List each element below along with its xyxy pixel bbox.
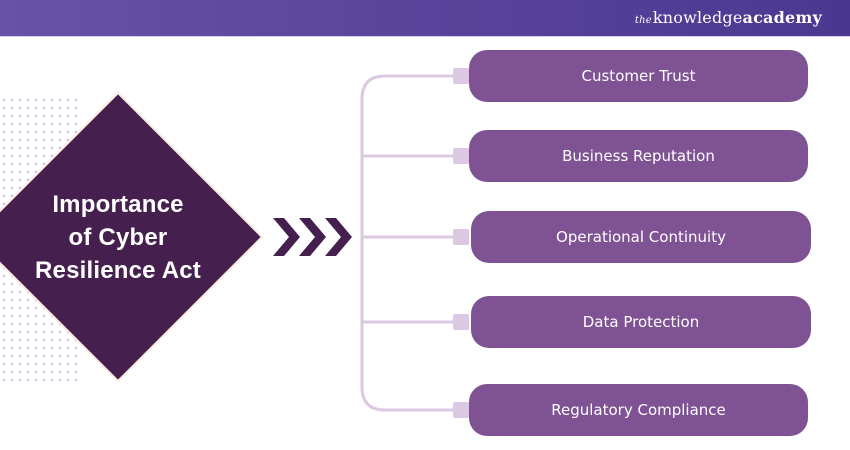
chevron-2 — [299, 218, 326, 256]
connector-node — [453, 402, 469, 418]
item-label: Operational Continuity — [556, 228, 726, 246]
connector-node — [453, 229, 469, 245]
bracket-spine — [360, 74, 455, 412]
central-title-line-1: Importance — [52, 191, 184, 218]
item-label: Customer Trust — [581, 67, 696, 85]
brand-name-part1: knowledge — [652, 8, 743, 27]
connector-node — [453, 148, 469, 164]
diamond-shape — [0, 91, 264, 383]
central-title-line-2: of Cyber — [68, 224, 168, 251]
central-title-line-3: Resilience Act — [35, 257, 201, 284]
central-title: Importance of Cyber Resilience Act — [8, 188, 228, 287]
item-regulatory-compliance: Regulatory Compliance — [469, 384, 808, 436]
item-operational-continuity: Operational Continuity — [471, 211, 811, 263]
central-diamond — [0, 91, 264, 383]
chevron-arrows-icon — [273, 218, 352, 256]
chevron-1 — [273, 218, 300, 256]
item-customer-trust: Customer Trust — [469, 50, 808, 102]
brand-prefix: the — [634, 15, 652, 26]
connector-node — [453, 314, 469, 330]
item-label: Business Reputation — [562, 147, 715, 165]
item-business-reputation: Business Reputation — [469, 130, 808, 182]
item-label: Data Protection — [582, 313, 700, 331]
brand-logo: theknowledgeacademy — [635, 8, 822, 27]
connector-node — [453, 68, 469, 84]
brand-name-part2: academy — [742, 8, 822, 27]
item-data-protection: Data Protection — [471, 296, 811, 348]
header-banner: theknowledgeacademy — [0, 0, 850, 37]
chevron-3 — [325, 218, 352, 256]
item-label: Regulatory Compliance — [551, 401, 726, 419]
